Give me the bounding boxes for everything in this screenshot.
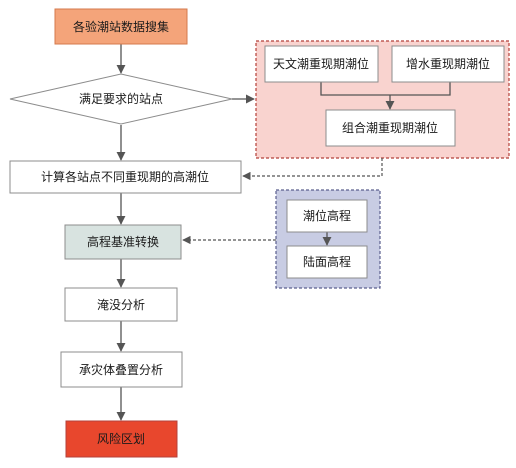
node-compute-label: 计算各站点不同重现期的高潮位	[41, 169, 209, 184]
node-overlay: 承灾体叠置分析	[60, 351, 183, 388]
node-collect: 各验潮站数据搜集	[54, 8, 188, 45]
node-inundation-label: 淹没分析	[97, 297, 145, 312]
merge-lines	[320, 82, 451, 96]
node-astro-tide: 天文潮重现期潮位	[264, 45, 379, 83]
node-datum-convert-label: 高程基准转换	[87, 234, 159, 249]
node-decision: 满足要求的站点	[9, 73, 233, 125]
node-zoning-label: 风险区划	[97, 431, 145, 446]
dashed-arrow-combo-to-compute	[242, 158, 383, 181]
node-astro-tide-label: 天文潮重现期潮位	[273, 56, 369, 71]
node-compute: 计算各站点不同重现期的高潮位	[9, 160, 242, 194]
node-collect-label: 各验潮站数据搜集	[73, 19, 169, 34]
node-tide-datum: 潮位高程	[286, 199, 368, 233]
node-inundation: 淹没分析	[64, 287, 178, 322]
node-combined-tide-label: 组合潮重现期潮位	[342, 120, 438, 135]
node-combined-tide: 组合潮重现期潮位	[325, 109, 456, 147]
node-land-datum: 陆面高程	[286, 245, 368, 279]
node-zoning: 风险区划	[65, 420, 178, 458]
node-surge-tide-label: 增水重现期潮位	[406, 56, 490, 71]
node-land-datum-label: 陆面高程	[303, 254, 351, 269]
node-decision-label: 满足要求的站点	[79, 91, 163, 106]
node-datum-convert: 高程基准转换	[64, 224, 182, 260]
node-overlay-label: 承灾体叠置分析	[79, 362, 163, 377]
node-tide-datum-label: 潮位高程	[303, 208, 351, 223]
node-surge-tide: 增水重现期潮位	[391, 45, 505, 83]
